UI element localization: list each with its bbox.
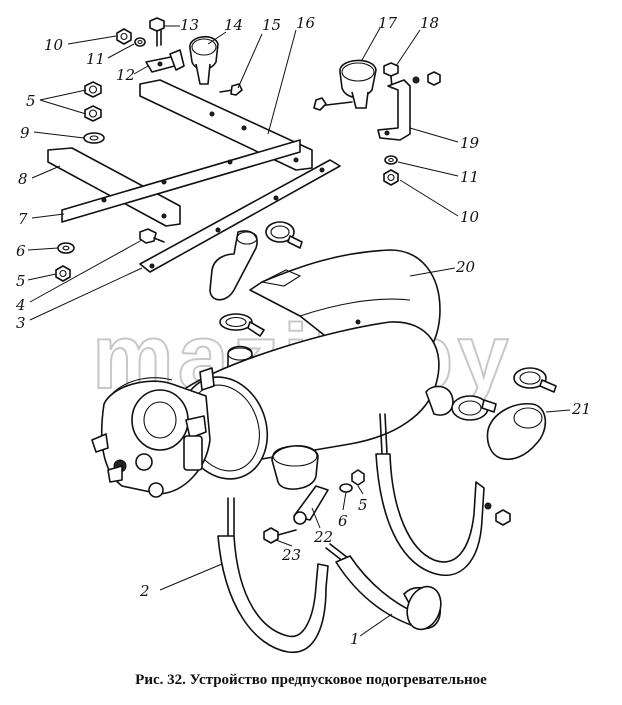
bracket-7 (61, 139, 301, 223)
bolt-15 (219, 83, 243, 96)
nut-5-b (84, 105, 102, 122)
label-5-right: 5 (358, 496, 368, 514)
strap-right (375, 413, 485, 577)
washer-6-left (57, 242, 75, 254)
clamp-right-lower (451, 395, 497, 421)
label-6-right: 6 (338, 512, 348, 530)
label-1: 1 (350, 630, 360, 648)
nut-10-top (116, 28, 132, 45)
nut-5-left (55, 265, 71, 282)
label-6-left: 6 (16, 242, 26, 260)
washer-11-top (134, 37, 146, 47)
strap-1 (325, 543, 442, 631)
label-20: 20 (455, 258, 476, 276)
bolt-23 (263, 527, 297, 544)
label-5-top: 5 (26, 92, 36, 110)
bracket-19 (377, 79, 411, 141)
label-13: 13 (180, 16, 199, 34)
clamp-mid (219, 313, 265, 337)
label-9: 9 (20, 124, 30, 142)
label-7: 7 (18, 210, 28, 228)
label-14: 14 (224, 16, 243, 34)
bracket-3 (139, 159, 341, 273)
bolt-4 (139, 228, 165, 244)
label-22: 22 (313, 528, 333, 546)
strap-2 (217, 497, 329, 653)
hose-elbow-21 (486, 403, 547, 460)
bolt-13 (149, 17, 165, 47)
label-2: 2 (139, 582, 150, 600)
leader-lines (27, 25, 571, 637)
label-12: 12 (116, 66, 135, 84)
label-16: 16 (296, 14, 316, 32)
label-3: 3 (16, 314, 26, 332)
nut-5-a (84, 81, 102, 98)
bracket-12 (145, 49, 185, 73)
label-17: 17 (378, 14, 398, 32)
outlet-pipe (271, 445, 319, 490)
label-10-top: 10 (44, 36, 64, 54)
bolt-18 (383, 62, 399, 89)
label-4: 4 (15, 296, 26, 314)
part-number-labels: 10 11 13 14 15 16 17 18 12 5 9 19 8 11 1… (15, 14, 591, 648)
label-23: 23 (281, 546, 301, 564)
nut-10-right (383, 169, 399, 186)
label-11-right: 11 (460, 168, 479, 186)
label-10-right: 10 (460, 208, 480, 226)
washer-11-right (384, 155, 398, 165)
figure-caption: Рис. 32. Устройство предпусковое подогре… (135, 672, 487, 688)
label-19: 19 (460, 134, 480, 152)
label-8: 8 (18, 170, 28, 188)
label-21: 21 (571, 400, 591, 418)
nut-5-right (351, 469, 365, 486)
nut-right-strap (484, 502, 511, 526)
label-11-top: 11 (86, 50, 105, 68)
bracket-16 (139, 79, 313, 171)
pump-assembly (91, 367, 215, 498)
label-5-left: 5 (16, 272, 26, 290)
clamp-upper-mid (265, 221, 303, 249)
clamp-right-upper (513, 367, 557, 393)
hose-elbow-left (209, 230, 258, 301)
washer-6-right (339, 483, 353, 493)
clamp-14 (189, 36, 219, 85)
label-18: 18 (420, 14, 439, 32)
clamp-17 (313, 59, 377, 111)
nut-18b (412, 71, 441, 86)
label-15: 15 (262, 16, 281, 34)
clamp-22 (293, 485, 329, 525)
washer-9 (83, 132, 105, 144)
